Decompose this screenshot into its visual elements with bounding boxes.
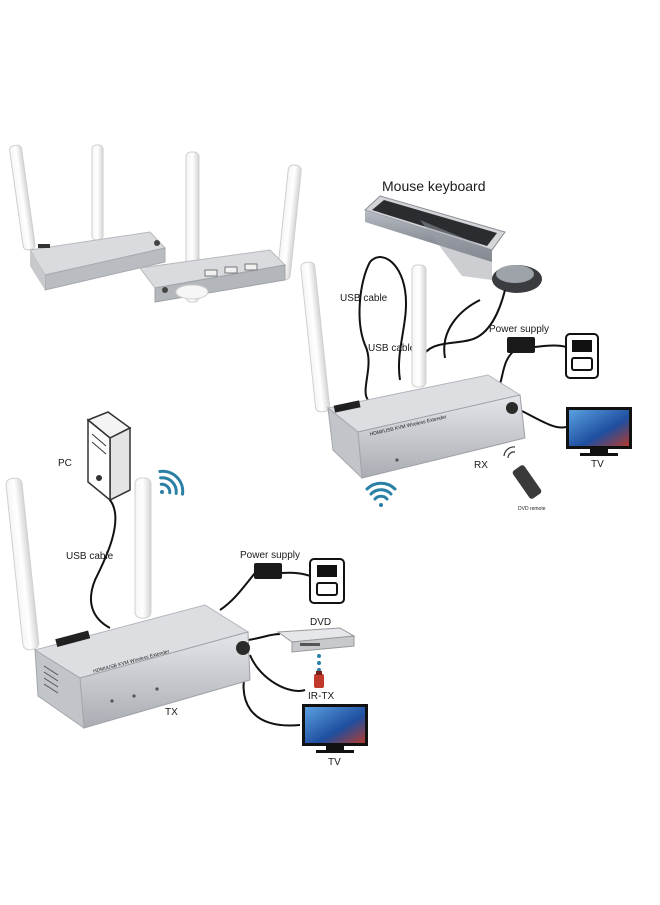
pc-label: PC (58, 458, 72, 469)
rx-hdmi-logo: HDMI (336, 405, 350, 414)
power-plug-cable-tx (281, 571, 311, 577)
tx-side-vents (43, 665, 59, 694)
power-plug-cable-rx (534, 344, 567, 348)
mouse-keyboard-label: Mouse keyboard (382, 178, 486, 194)
power-outlet-icon-rx (565, 333, 599, 379)
keyboard-icon (364, 195, 506, 280)
power-supply-label-rx: Power supply (489, 324, 549, 335)
dvd-player-icon (276, 627, 356, 653)
product-unit-left (9, 144, 166, 291)
mouse-icon (492, 265, 542, 293)
rx-label: RX (474, 460, 488, 471)
usb-cable-label-2: USB cable (368, 343, 416, 354)
product-photo (9, 144, 302, 303)
keyboard-cable (443, 299, 481, 359)
power-supply-label-tx: Power supply (240, 550, 300, 561)
rx-antenna-right (411, 264, 427, 388)
dvd-cable (247, 633, 281, 641)
ir-tx-icon (314, 671, 324, 688)
tx-antenna-left (5, 477, 40, 651)
tv-icon-rx (566, 407, 632, 456)
usb-cable-tx (90, 499, 117, 629)
ir-tx-label: IR-TX (308, 691, 334, 702)
product-unit-right (139, 151, 302, 303)
tx-hdmi-logo: HDMI (60, 638, 74, 647)
rx-device: HDMI HDMI/USB KVM Wireless Extender (326, 374, 526, 480)
power-adapter-icon-rx (507, 337, 535, 353)
wifi-icon-tx (158, 469, 185, 496)
usb-cable-label-tx: USB cable (66, 551, 114, 562)
power-cable-tx (219, 572, 256, 611)
power-adapter-icon-tx (254, 563, 282, 579)
ir-signal-dots (317, 654, 321, 672)
tx-section: PC USB cable Power supply DVD (5, 411, 368, 768)
rx-antenna-left (300, 261, 331, 413)
mouse-cable (419, 289, 506, 361)
tx-antenna-right (134, 477, 152, 619)
rx-cables (358, 256, 567, 429)
tv-label-rx: TV (591, 459, 604, 470)
wifi-icon-rx (365, 481, 397, 507)
usb-cable-rx (358, 256, 407, 401)
tx-device: HDMI HDMI/USB KVM Wireless Extender (33, 604, 251, 730)
rx-section: Mouse keyboard USB cable USB cable Power… (300, 178, 632, 512)
power-outlet-icon-tx (309, 558, 345, 604)
dvd-label: DVD (310, 617, 331, 628)
tx-label: TX (165, 707, 178, 718)
hdmi-cable-tx (242, 661, 301, 727)
dvd-remote-icon (503, 446, 542, 499)
tv-icon-tx (302, 704, 368, 753)
dvd-remote-label: DVD remote (518, 506, 546, 512)
pc-tower-icon (86, 411, 132, 502)
tv-label-tx: TV (328, 757, 341, 768)
hdmi-cable-rx (519, 409, 567, 429)
usb-cable-label-1: USB cable (340, 293, 388, 304)
ir-cable (249, 654, 306, 692)
